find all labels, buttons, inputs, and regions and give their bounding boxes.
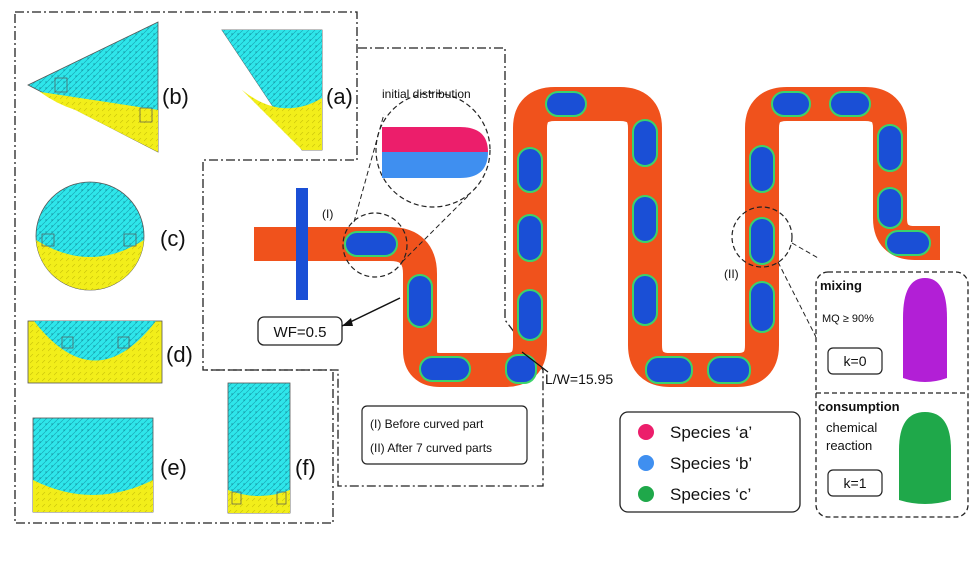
notes-box: (I) Before curved part (II) After 7 curv… <box>361 405 528 465</box>
consumption-shape <box>899 412 951 504</box>
consumption-k: k=1 <box>844 475 867 491</box>
wf-annotation: WF=0.5 <box>257 297 401 346</box>
consumption-line2: reaction <box>826 438 872 453</box>
panel-d-rectangle: (d) <box>27 320 193 384</box>
panel-a-triangle: (a) <box>221 29 353 151</box>
mixing-k: k=0 <box>844 353 867 369</box>
consumption-line1: chemical <box>826 420 877 435</box>
panel-c-circle: (c) <box>35 181 186 291</box>
marker-II: (II) <box>724 267 739 281</box>
legend-swatch-c <box>638 486 654 502</box>
initial-distribution-zoom: initial distribution (I) <box>322 87 491 278</box>
marker-I: (I) <box>322 207 333 221</box>
legend-swatch-b <box>638 455 654 471</box>
panel-a-label: (a) <box>326 84 353 109</box>
species-legend: Species ‘a’ Species ‘b’ Species ‘c’ <box>619 411 801 513</box>
panel-e-label: (e) <box>160 455 187 480</box>
lw-label: L/W=15.95 <box>545 371 613 387</box>
mixing-criterion: MQ ≥ 90% <box>822 313 874 325</box>
legend-label-c: Species ‘c’ <box>670 485 751 504</box>
note-I: (I) Before curved part <box>370 417 484 431</box>
note-II: (II) After 7 curved parts <box>370 441 492 455</box>
panel-f-label: (f) <box>295 455 316 480</box>
panel-d-label: (d) <box>166 342 193 367</box>
mixing-shape <box>903 278 947 382</box>
panel-f-rectangle: (f) <box>227 382 316 514</box>
lw-annotation: L/W=15.95 <box>521 351 613 387</box>
cross-section-frame <box>14 11 358 524</box>
mixing-title: mixing <box>820 278 862 293</box>
legend-label-a: Species ‘a’ <box>670 423 752 442</box>
consumption-title: consumption <box>818 399 900 414</box>
marker-II-zoom: (II) <box>724 206 821 346</box>
droplets <box>344 91 931 384</box>
panel-b-triangle: (b) <box>27 21 189 153</box>
legend-label-b: Species ‘b’ <box>670 454 752 473</box>
wf-label: WF=0.5 <box>274 324 327 341</box>
panel-c-label: (c) <box>160 226 186 251</box>
legend-swatch-a <box>638 424 654 440</box>
panel-e-rectangle: (e) <box>32 417 187 513</box>
initial-distribution-label: initial distribution <box>382 87 471 101</box>
channel-entry-frame <box>203 47 544 487</box>
panel-b-label: (b) <box>162 84 189 109</box>
mixing-consumption-box: mixing MQ ≥ 90% k=0 consumption chemical… <box>815 271 969 518</box>
